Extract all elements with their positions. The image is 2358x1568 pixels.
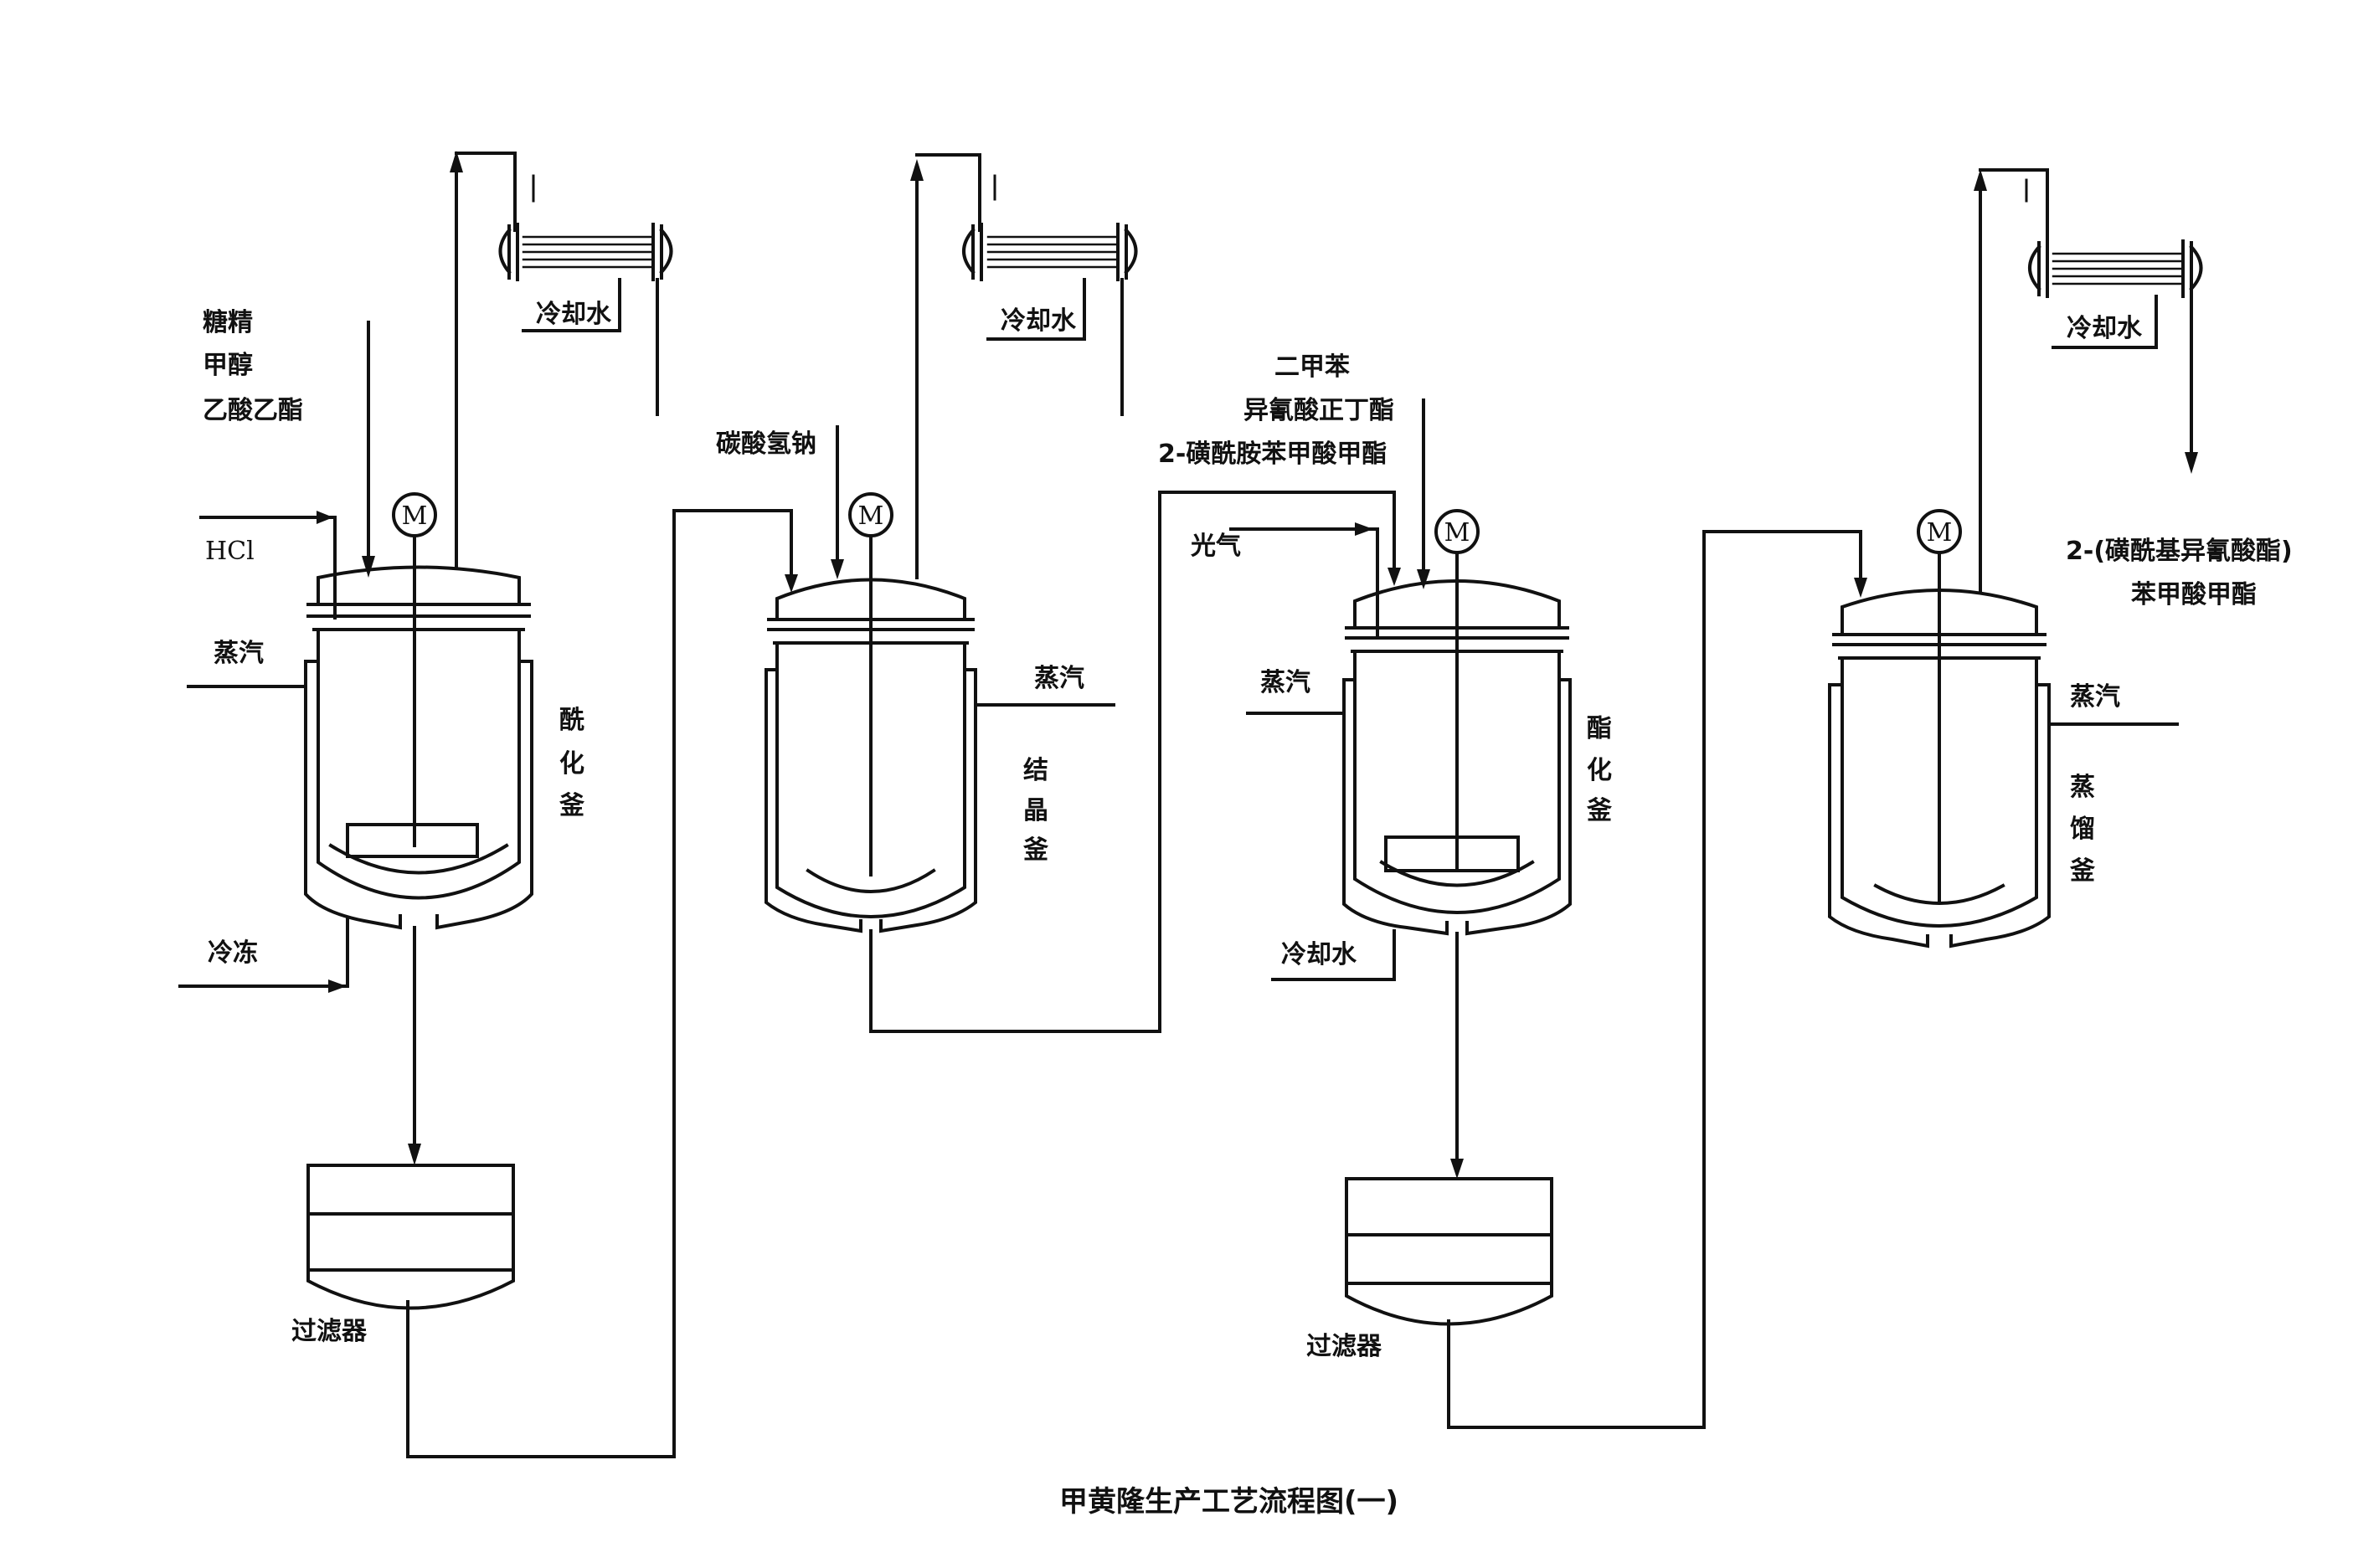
acylation-reactor: M [304, 492, 533, 930]
agitator-impeller [1384, 835, 1520, 872]
feed-ethyl-acetate-label: 乙酸乙酯 [203, 396, 303, 425]
motor-icon [848, 492, 893, 537]
filter1-label: 过滤器 [291, 1317, 368, 1346]
pipe-filter1-to-crystallizer [406, 509, 793, 1458]
motor-label: M [402, 501, 428, 531]
steam-label-4: 蒸汽 [2070, 682, 2120, 712]
feed-methanol-label: 甲醇 [203, 351, 253, 380]
steam-label-2: 蒸汽 [1034, 664, 1084, 693]
reactor1-name-char-1: 酰 [559, 706, 584, 735]
pipe-crystallizer-to-esterification [869, 491, 1396, 1033]
crystallizer: M 碳酸氢钠 蒸汽 结 晶 釜 [716, 425, 1115, 933]
reactor1-condenser: 冷却水 [450, 151, 673, 568]
motor-icon [392, 492, 437, 537]
freeze-label: 冷冻 [208, 938, 258, 968]
crystallizer-condenser: 冷却水 [910, 153, 1138, 579]
phosgene-label: 光气 [1191, 532, 1241, 561]
esterification-reactor: M 二甲苯 异氰酸正丁酯 2-磺酰胺苯甲酸甲酯 光气 蒸汽 冷却水 酯 化 釜 [1158, 352, 1613, 981]
distillation-name-char-1: 蒸 [2070, 773, 2095, 802]
motor-icon [1434, 509, 1480, 554]
hcl-label: HCl [205, 537, 255, 566]
feed-saccharin-label: 糖精 [203, 308, 253, 337]
reactor1-feeds: 糖精 甲醇 乙酸乙酯 HCl 蒸汽 冷冻 酰 化 釜 [178, 308, 585, 993]
cooling-water-label-3: 冷却水 [1281, 940, 1357, 969]
bicarbonate-label: 碳酸氢钠 [716, 429, 816, 459]
diagram-title: 甲黄隆生产工艺流程图(一) [1059, 1485, 1398, 1519]
distillation-name-char-2: 馏 [2070, 815, 2095, 844]
product-label-line-1: 2-(磺酰基异氰酸酯) [2066, 537, 2293, 566]
steam-label-1: 蒸汽 [214, 639, 264, 668]
esterification-name-char-2: 化 [1587, 756, 1612, 785]
motor-icon [1917, 509, 1962, 554]
sulfonamide-ester-label: 2-磺酰胺苯甲酸甲酯 [1158, 440, 1387, 469]
pipe-filter2-to-distillation [1447, 530, 1862, 1429]
motor-label: M [1927, 518, 1953, 548]
reactor1-name-char-3: 釜 [559, 791, 585, 820]
filter2-label: 过滤器 [1306, 1332, 1382, 1361]
filter2: 过滤器 [1306, 932, 1553, 1361]
motor-label: M [858, 501, 884, 531]
esterification-name-char-1: 酯 [1587, 714, 1612, 743]
distillation-condenser: 冷却水 [1974, 168, 2203, 592]
agitator-impeller [346, 823, 479, 858]
filter2-body [1345, 1177, 1553, 1285]
crystallizer-name-char-3: 釜 [1022, 835, 1049, 865]
distillation-still: M 蒸汽 蒸 馏 釜 2-(磺酰基异氰酸酯) 苯甲酸甲酯 [1828, 509, 2293, 949]
xylene-label: 二甲苯 [1274, 352, 1350, 382]
crystallizer-name-char-1: 结 [1023, 756, 1048, 785]
motor-label: M [1444, 518, 1470, 548]
crystallizer-name-char-2: 晶 [1023, 796, 1048, 825]
product-label-line-2: 苯甲酸甲酯 [2131, 580, 2257, 609]
esterification-name-char-3: 釜 [1586, 796, 1613, 825]
filter1: 过滤器 [291, 926, 515, 1346]
condenser-water-label-4: 冷却水 [2067, 314, 2143, 343]
distillation-name-char-3: 釜 [2069, 856, 2096, 886]
condenser-water-label-1: 冷却水 [536, 300, 612, 329]
condenser-water-label-2: 冷却水 [1001, 306, 1077, 336]
filter1-body [306, 1164, 515, 1272]
reactor1-name-char-2: 化 [559, 749, 584, 779]
steam-label-3: 蒸汽 [1260, 668, 1310, 697]
butyl-isocyanate-label: 异氰酸正丁酯 [1243, 396, 1394, 425]
